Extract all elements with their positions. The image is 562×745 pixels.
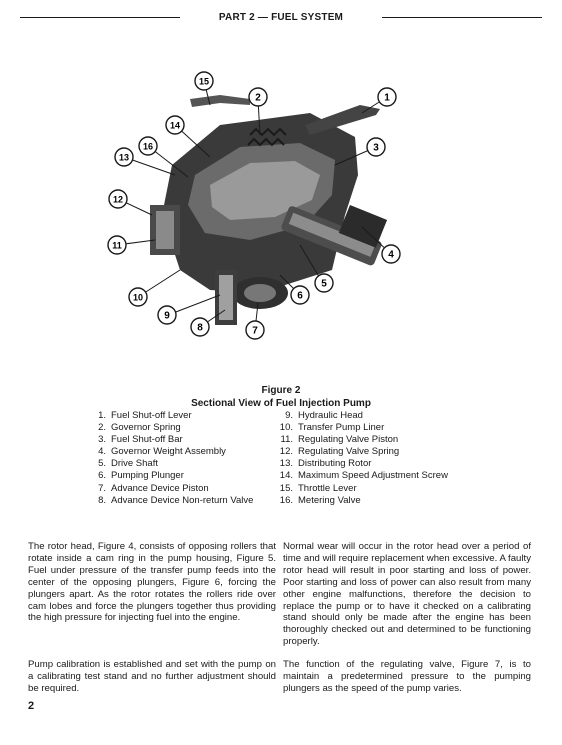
- callout-11: 11: [107, 235, 127, 255]
- legend-item: 1.Fuel Shut-off Lever: [98, 410, 192, 421]
- legend-item: 5.Drive Shaft: [98, 458, 158, 470]
- legend-item: 16.Metering Valve: [279, 494, 361, 506]
- callout-3: 3: [366, 137, 386, 157]
- svg-text:2: 2: [255, 93, 261, 104]
- legend-item: 6.Pumping Plunger: [98, 470, 184, 482]
- svg-text:1: 1: [384, 93, 390, 104]
- callout-12: 12: [108, 189, 128, 209]
- svg-text:16: 16: [143, 142, 153, 152]
- svg-text:14: 14: [170, 121, 180, 131]
- svg-text:8: 8: [197, 323, 203, 334]
- legend-item: 12.Regulating Valve Spring: [279, 446, 400, 458]
- svg-text:15: 15: [199, 77, 209, 87]
- callout-4: 4: [381, 244, 401, 264]
- svg-text:3: 3: [373, 143, 379, 154]
- legend-item: 4.Governor Weight Assembly: [98, 446, 226, 458]
- legend-item: 3.Fuel Shut-off Bar: [98, 434, 183, 446]
- body-paragraph-pump-calibration: Pump calibration is established and set …: [28, 659, 276, 694]
- callout-10: 10: [128, 287, 148, 307]
- figure-caption-subtitle: Sectional View of Fuel Injection Pump: [191, 398, 371, 409]
- legend-item: 7.Advance Device Piston: [98, 482, 209, 494]
- svg-text:7: 7: [252, 326, 258, 337]
- callout-2: 2: [248, 87, 268, 107]
- fuel-injection-pump-illustration: 1 2 3 4 5 6 7 8 9 10 11 12 13 14 15 16: [100, 65, 430, 365]
- callout-5: 5: [314, 273, 334, 293]
- svg-text:5: 5: [321, 279, 327, 290]
- legend-item: 11.Regulating Valve Piston: [280, 434, 399, 446]
- svg-text:4: 4: [388, 250, 394, 261]
- callout-6: 6: [290, 285, 310, 305]
- legend-item: 14.Maximum Speed Adjustment Screw: [279, 470, 448, 482]
- callout-13: 13: [114, 147, 134, 167]
- legend-item: 8.Advance Device Non-return Valve: [98, 494, 254, 506]
- callout-8: 8: [190, 317, 210, 337]
- legend-item: 10.Transfer Pump Liner: [279, 422, 385, 434]
- svg-text:12: 12: [113, 195, 123, 205]
- legend-item: 13.Distributing Rotor: [279, 458, 372, 470]
- callout-1: 1: [377, 87, 397, 107]
- svg-text:10: 10: [133, 293, 143, 303]
- pump-body: [150, 95, 388, 325]
- svg-text:6: 6: [297, 291, 303, 302]
- callout-14: 14: [165, 115, 185, 135]
- callout-16: 16: [138, 136, 158, 156]
- body-paragraph-regulating-valve: The function of the regulating valve, Fi…: [283, 659, 531, 694]
- legend-right-column: 9.Hydraulic Head 10.Transfer Pump Liner …: [275, 410, 475, 507]
- legend-left-column: 1.Fuel Shut-off Lever 2.Governor Spring …: [90, 410, 270, 507]
- header-rule-right: [382, 17, 542, 18]
- figure-caption-title: Figure 2: [261, 385, 301, 396]
- svg-text:11: 11: [112, 241, 122, 251]
- body-paragraph-normal-wear: Normal wear will occur in the rotor head…: [283, 541, 531, 648]
- header-rule-left: [20, 17, 180, 18]
- page-header: PART 2 — FUEL SYSTEM: [20, 10, 542, 26]
- header-title: PART 2 — FUEL SYSTEM: [218, 12, 344, 23]
- legend-item: 9.Hydraulic Head: [285, 410, 363, 421]
- callout-15: 15: [194, 71, 214, 91]
- body-paragraph-rotor-head: The rotor head, Figure 4, consists of op…: [28, 541, 276, 624]
- legend-item: 2.Governor Spring: [98, 422, 181, 434]
- callout-9: 9: [157, 305, 177, 325]
- page-number: 2: [28, 700, 35, 712]
- svg-text:9: 9: [164, 311, 170, 322]
- callout-7: 7: [245, 320, 265, 340]
- svg-text:13: 13: [119, 153, 129, 163]
- legend-item: 15.Throttle Lever: [279, 482, 357, 494]
